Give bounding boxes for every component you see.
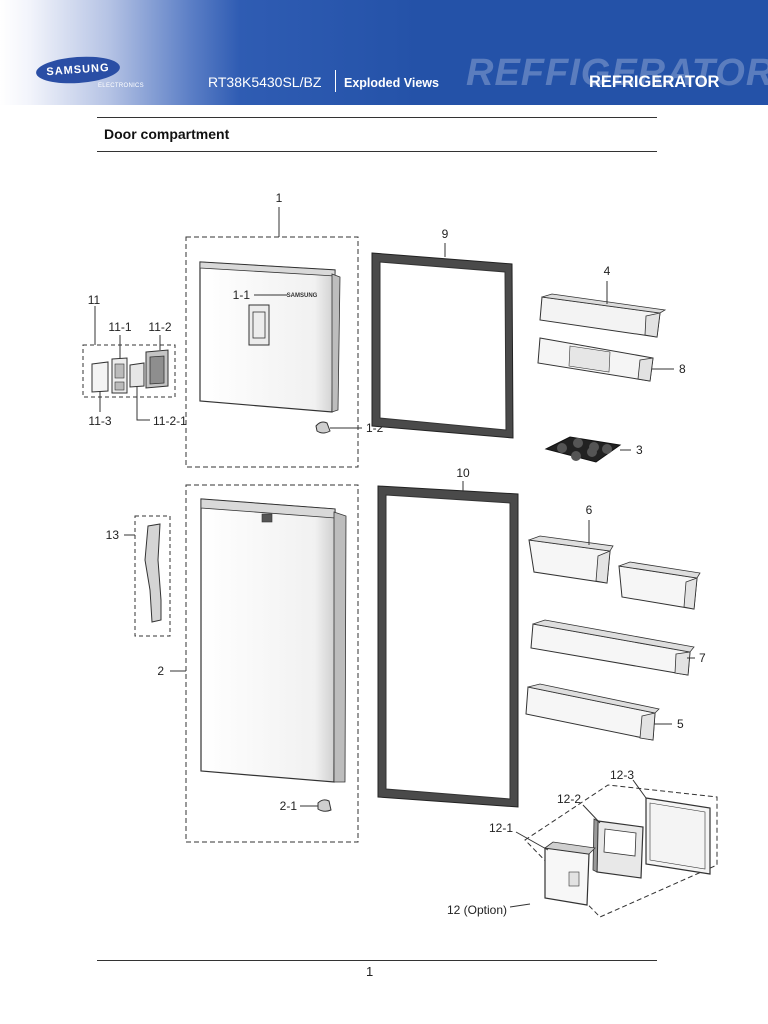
part-13-handle-group: 13 bbox=[106, 515, 171, 637]
model-number: RT38K5430SL/BZ bbox=[208, 74, 322, 90]
part-2-fridge-door-group: 2 2-1 bbox=[157, 484, 359, 843]
door-samsung-logo: SAMSUNG bbox=[287, 293, 318, 299]
part-12-1-ice-bin bbox=[543, 841, 596, 906]
part-10-fridge-gasket: 10 bbox=[377, 466, 519, 808]
callout-12-3: 12-3 bbox=[610, 768, 634, 782]
callout-3: 3 bbox=[636, 443, 643, 457]
hinge-cap-2-1 bbox=[317, 799, 332, 812]
callout-2-1: 2-1 bbox=[280, 799, 298, 813]
header-watermark: REFFIGERATOR bbox=[466, 52, 768, 94]
part-12-2-frame bbox=[592, 818, 644, 879]
page-heading: Door compartment bbox=[104, 126, 230, 142]
callout-9: 9 bbox=[442, 227, 449, 241]
page-number: 1 bbox=[366, 964, 374, 979]
heading-rule-bottom bbox=[97, 151, 657, 152]
part-8-door-shelf: 8 bbox=[537, 337, 686, 382]
brand-sub: ELECTRONICS bbox=[98, 83, 144, 89]
page-header: SAMSUNG ELECTRONICS RT38K5430SL/BZ Explo… bbox=[0, 0, 768, 105]
footer-rule bbox=[97, 960, 657, 961]
heading-rule-top bbox=[97, 117, 657, 118]
callout-8: 8 bbox=[679, 362, 686, 376]
header-divider bbox=[335, 70, 336, 92]
part-1-freezer-door-group: 1 SAMSUNG 1-1 1-2 bbox=[185, 191, 384, 468]
callout-12-1: 12-1 bbox=[489, 821, 513, 835]
callout-6: 6 bbox=[586, 503, 593, 517]
product-title: REFRIGERATOR bbox=[589, 73, 720, 91]
freezer-door: SAMSUNG bbox=[199, 261, 341, 413]
part-4-door-shelf: 4 bbox=[539, 264, 667, 338]
part-12-option-group: 12-3 12-2 12-1 12 (Option) bbox=[447, 768, 718, 918]
fridge-door bbox=[200, 498, 347, 783]
part-12-3-cover bbox=[645, 797, 711, 875]
callout-2: 2 bbox=[157, 664, 164, 678]
callout-4: 4 bbox=[604, 264, 611, 278]
part-5-door-shelf: 5 bbox=[525, 683, 684, 741]
part-3-egg-tray: 3 bbox=[544, 436, 643, 463]
callout-1-1: 1-1 bbox=[233, 288, 251, 302]
callout-11-3: 11-3 bbox=[88, 414, 111, 428]
part-9-freezer-gasket: 9 bbox=[371, 227, 514, 439]
hinge-cap-1-2 bbox=[315, 421, 331, 434]
part-6-door-bins: 6 bbox=[528, 503, 701, 610]
callout-12: 12 (Option) bbox=[447, 903, 507, 917]
callout-11: 11 bbox=[88, 293, 101, 307]
callout-11-1: 11-1 bbox=[108, 320, 131, 334]
callout-13: 13 bbox=[106, 528, 120, 542]
part-11-display-group: 11 11-1 11-2 11-3 11-2-1 bbox=[82, 293, 187, 428]
section-title: Exploded Views bbox=[344, 76, 439, 90]
callout-12-2: 12-2 bbox=[557, 792, 581, 806]
samsung-logo: SAMSUNG ELECTRONICS bbox=[30, 54, 144, 97]
callout-7: 7 bbox=[699, 651, 706, 665]
callout-1: 1 bbox=[276, 191, 283, 205]
part-7-door-shelf: 7 bbox=[530, 619, 706, 676]
callout-5: 5 bbox=[677, 717, 684, 731]
callout-11-2-1: 11-2-1 bbox=[153, 414, 187, 428]
callout-10: 10 bbox=[456, 466, 470, 480]
callout-11-2: 11-2 bbox=[148, 320, 171, 334]
